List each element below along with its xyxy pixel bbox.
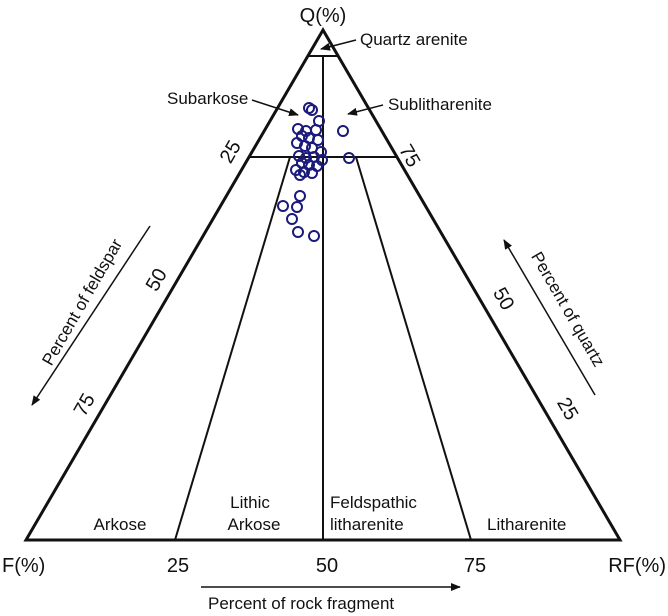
right-tick-75: 75 <box>394 141 424 171</box>
data-point <box>343 152 355 164</box>
data-point <box>286 213 298 225</box>
litharenite-label: Litharenite <box>487 515 566 534</box>
sublitharenite-label: Sublitharenite <box>388 95 492 114</box>
lithic-arkose-label-2: Arkose <box>228 515 281 534</box>
right-tick-25: 25 <box>552 394 582 424</box>
quartz-axis-label: Percent of quartz <box>527 248 608 370</box>
sample-points <box>277 102 355 242</box>
data-point <box>312 134 324 146</box>
feldspathic-litharenite-label-1: Feldspathic <box>330 493 417 512</box>
data-point <box>293 150 305 162</box>
q-vertex-label: Q(%) <box>300 5 347 27</box>
data-point <box>308 230 320 242</box>
right-tick-50: 50 <box>488 284 518 314</box>
data-point <box>299 140 311 152</box>
subarkose-arrow <box>251 99 299 117</box>
feldspar-axis-arrow <box>31 225 151 406</box>
sublitharenite-arrow <box>347 104 384 116</box>
quartz-arenite-arrow <box>320 39 357 51</box>
data-point <box>306 167 318 179</box>
quartz-arenite-label: Quartz arenite <box>360 30 468 49</box>
data-point <box>291 201 303 213</box>
data-point <box>277 200 289 212</box>
bottom-tick-25: 25 <box>167 555 189 577</box>
feldspathic-litharenite-label-2: litharenite <box>330 515 404 534</box>
lithic-arkose-boundary <box>174 156 291 541</box>
left-tick-75: 75 <box>70 390 100 420</box>
subarkose-label: Subarkose <box>167 89 248 108</box>
arkose-label: Arkose <box>94 515 147 534</box>
data-point <box>337 125 349 137</box>
feldspathic-litharenite-boundary <box>355 156 472 541</box>
left-tick-25: 25 <box>216 137 246 167</box>
data-point <box>294 169 306 181</box>
data-point <box>292 226 304 238</box>
left-tick-50: 50 <box>142 265 172 295</box>
rock-fragment-axis-label: Percent of rock fragment <box>208 594 394 613</box>
f-vertex-label: F(%) <box>2 555 45 577</box>
bottom-tick-75: 75 <box>464 555 486 577</box>
data-point <box>294 190 306 202</box>
bottom-tick-50: 50 <box>316 555 338 577</box>
quartz-axis-arrow <box>503 239 596 396</box>
feldspar-axis-label: Percent of feldspar <box>38 235 126 368</box>
lithic-arkose-label-1: Lithic <box>230 493 270 512</box>
rf-vertex-label: RF(%) <box>608 555 666 577</box>
data-point <box>306 104 318 116</box>
